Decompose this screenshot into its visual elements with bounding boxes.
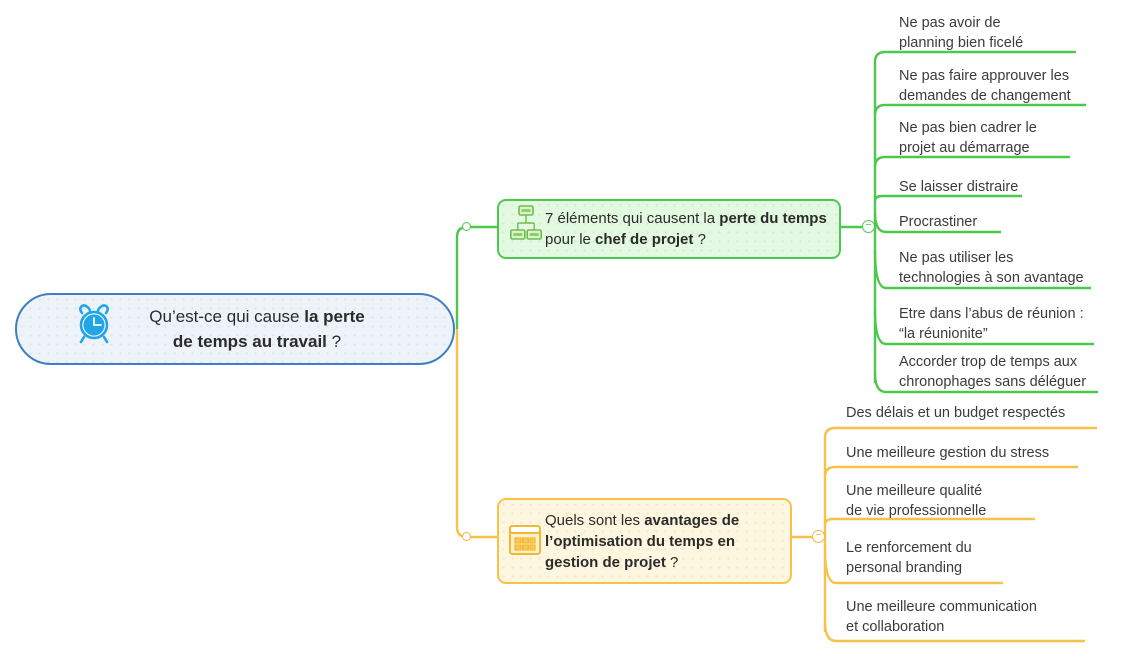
central-line2-normal: ?	[326, 332, 342, 351]
leaf-orange-3-text: Une meilleure qualité de vie professionn…	[846, 483, 987, 519]
leaf-orange-2[interactable]: Une meilleure gestion du stress	[846, 443, 1049, 463]
central-node-text: Qu’est-ce qui cause la perte de temps au…	[67, 304, 435, 354]
leaf-green-3[interactable]: Ne pas bien cadrer le projet au démarrag…	[899, 118, 1037, 158]
branch-orange-text: Quels sont les avantages de l’optimisati…	[545, 510, 778, 573]
branch-orange-seg-1: avantages de l’optimisation du temps en …	[545, 511, 740, 571]
leaf-orange-5-text: Une meilleure communication et collabora…	[846, 599, 1037, 635]
link-green-leaf-1	[873, 50, 1076, 63]
branch-orange-seg-2: ?	[665, 553, 679, 571]
leaf-orange-4[interactable]: Le renforcement du personal branding	[846, 538, 972, 578]
leaf-orange-1[interactable]: Des délais et un budget respectés	[846, 403, 1065, 423]
link-green-leaf-2	[873, 103, 1086, 116]
collapse-green-label: −	[865, 219, 872, 231]
leaf-green-8-text: Accorder trop de temps aux chronophages …	[899, 354, 1087, 390]
junction-dot-orange[interactable]	[462, 532, 471, 541]
branch-green-seg-4: ?	[693, 231, 706, 248]
branch-green-seg-1: perte du temps	[719, 210, 827, 227]
leaf-green-3-text: Ne pas bien cadrer le projet au démarrag…	[899, 120, 1037, 156]
central-line1-bold: la perte	[304, 307, 365, 326]
network-diagram-icon	[510, 205, 542, 240]
link-center-to-green	[455, 225, 497, 329]
collapse-toggle-green[interactable]: −	[862, 220, 875, 233]
leaf-orange-2-text: Une meilleure gestion du stress	[846, 445, 1050, 461]
branch-green-seg-0: 7 éléments qui causent la	[545, 210, 720, 227]
junction-dot-green[interactable]	[462, 222, 471, 231]
alarm-clock-icon	[79, 304, 109, 344]
central-line2-bold: de temps au travail	[172, 332, 327, 351]
leaf-green-7-text: Etre dans l’abus de réunion : “la réunio…	[899, 306, 1084, 342]
leaf-orange-5[interactable]: Une meilleure communication et collabora…	[846, 597, 1037, 637]
leaf-orange-4-text: Le renforcement du personal branding	[846, 540, 972, 576]
collapse-orange-label: −	[815, 529, 822, 541]
leaf-green-4[interactable]: Se laisser distraire	[899, 177, 1018, 197]
leaf-green-6[interactable]: Ne pas utiliser les technologies à son a…	[899, 248, 1084, 288]
leaf-green-2-text: Ne pas faire approuver les demandes de c…	[899, 68, 1071, 104]
central-line1-normal: Qu’est-ce qui cause	[149, 307, 305, 326]
collapse-toggle-orange[interactable]: −	[812, 530, 825, 543]
leaf-green-7[interactable]: Etre dans l’abus de réunion : “la réunio…	[899, 304, 1084, 344]
link-orange-leaf-1	[823, 426, 1097, 439]
link-green-leaf-3	[873, 155, 1070, 168]
branch-node-orange[interactable]: Quels sont les avantages de l’optimisati…	[497, 498, 792, 584]
leaf-green-5-text: Procrastiner	[899, 214, 978, 230]
leaf-green-1-text: Ne pas avoir de planning bien ficelé	[899, 15, 1024, 51]
leaf-green-8[interactable]: Accorder trop de temps aux chronophages …	[899, 352, 1086, 392]
leaf-orange-3[interactable]: Une meilleure qualité de vie professionn…	[846, 481, 986, 521]
branch-orange-seg-0: Quels sont les	[545, 511, 645, 529]
leaf-green-1[interactable]: Ne pas avoir de planning bien ficelé	[899, 13, 1023, 53]
branch-green-seg-3: chef de projet	[595, 231, 694, 248]
leaf-orange-1-text: Des délais et un budget respectés	[846, 405, 1066, 421]
link-center-to-orange	[455, 329, 497, 539]
leaf-green-5[interactable]: Procrastiner	[899, 212, 977, 232]
branch-green-text: 7 éléments qui causent la perte du temps…	[545, 208, 827, 250]
leaf-green-2[interactable]: Ne pas faire approuver les demandes de c…	[899, 66, 1071, 106]
link-orange-leaf-2	[823, 465, 1078, 478]
branch-green-seg-2: pour le	[545, 231, 596, 248]
branch-node-green[interactable]: 7 éléments qui causent la perte du temps…	[497, 199, 841, 259]
central-node[interactable]: Qu’est-ce qui cause la perte de temps au…	[15, 293, 455, 365]
leaf-green-6-text: Ne pas utiliser les technologies à son a…	[899, 250, 1084, 286]
leaf-green-4-text: Se laisser distraire	[899, 179, 1019, 195]
calendar-icon	[509, 525, 541, 555]
